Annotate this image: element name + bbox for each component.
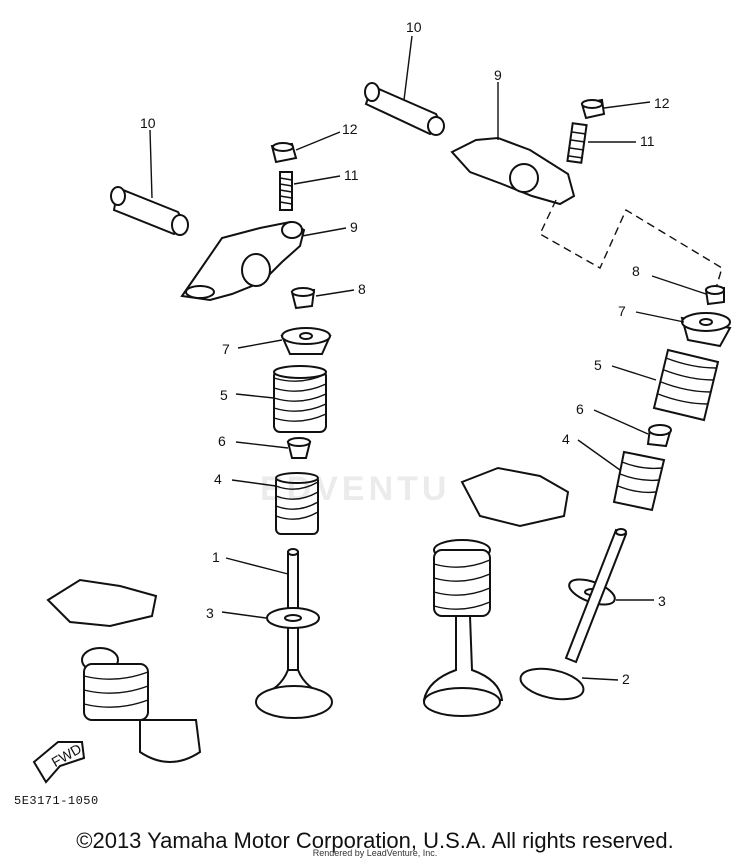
assembled-valve-illustration-center bbox=[422, 466, 570, 717]
outer-spring-left bbox=[235, 365, 327, 433]
valve-seal-right bbox=[568, 578, 654, 606]
callout-left-seat: 6 bbox=[218, 433, 226, 449]
rocker-shaft-right bbox=[364, 35, 445, 136]
callout-right-valve: 2 bbox=[622, 671, 630, 687]
callout-right-pin: 10 bbox=[406, 19, 422, 35]
inner-spring-right bbox=[577, 439, 666, 512]
adjuster-screw-right bbox=[566, 122, 636, 164]
rocker-arm-right bbox=[450, 82, 576, 206]
callout-left-pin: 10 bbox=[140, 115, 156, 131]
callout-left-valve: 1 bbox=[212, 549, 220, 565]
callout-right-nut: 12 bbox=[654, 95, 670, 111]
inner-spring-left bbox=[231, 472, 319, 535]
callout-left-retainer: 7 bbox=[222, 341, 230, 357]
callout-right-inner-spring: 4 bbox=[562, 431, 570, 447]
callout-left-nut: 12 bbox=[342, 121, 358, 137]
adjuster-screw-left bbox=[279, 171, 341, 211]
callout-right-rocker: 9 bbox=[494, 67, 502, 83]
callout-left-rocker: 9 bbox=[350, 219, 358, 235]
spring-seat-right bbox=[593, 409, 672, 448]
callout-left-screw: 11 bbox=[344, 167, 359, 183]
valve-cap-left bbox=[290, 287, 355, 310]
callout-right-outer-spring: 5 bbox=[594, 357, 602, 373]
valve-seal-left bbox=[221, 607, 320, 629]
watermark-text: EDVENTU bbox=[260, 470, 451, 508]
assembly-guide-line bbox=[539, 199, 723, 289]
callout-right-seat: 6 bbox=[576, 401, 584, 417]
adjuster-nut-right bbox=[580, 98, 651, 120]
assembled-valve-illustration-left bbox=[46, 578, 202, 763]
callout-left-cap: 8 bbox=[358, 281, 366, 297]
callout-left-seal: 3 bbox=[206, 605, 214, 621]
spring-retainer-right bbox=[635, 311, 732, 348]
rocker-arm-left bbox=[180, 220, 347, 302]
spring-seat-left bbox=[235, 437, 312, 459]
rocker-shaft-left bbox=[110, 129, 189, 236]
outer-spring-right bbox=[611, 348, 720, 422]
callout-right-retainer: 7 bbox=[618, 303, 626, 319]
part-code: 5E3171-1050 bbox=[14, 794, 99, 808]
callout-right-screw: 11 bbox=[640, 133, 655, 149]
rendered-by-text: Rendered by LeadVenture, Inc. bbox=[312, 848, 438, 858]
callout-left-outer-spring: 5 bbox=[220, 387, 228, 403]
callout-right-seal: 3 bbox=[658, 593, 666, 609]
exhaust-valve-right bbox=[519, 528, 628, 701]
callout-right-cap: 8 bbox=[632, 263, 640, 279]
copyright-text: ©2013 Yamaha Motor Corporation, U.S.A. A… bbox=[76, 828, 674, 853]
spring-retainer-left bbox=[237, 327, 332, 355]
forward-arrow-icon: FWD bbox=[32, 740, 86, 784]
intake-valve-left bbox=[225, 548, 333, 719]
callout-left-inner-spring: 4 bbox=[214, 471, 222, 487]
adjuster-nut-left bbox=[270, 131, 341, 164]
valve-cap-right bbox=[651, 275, 725, 306]
